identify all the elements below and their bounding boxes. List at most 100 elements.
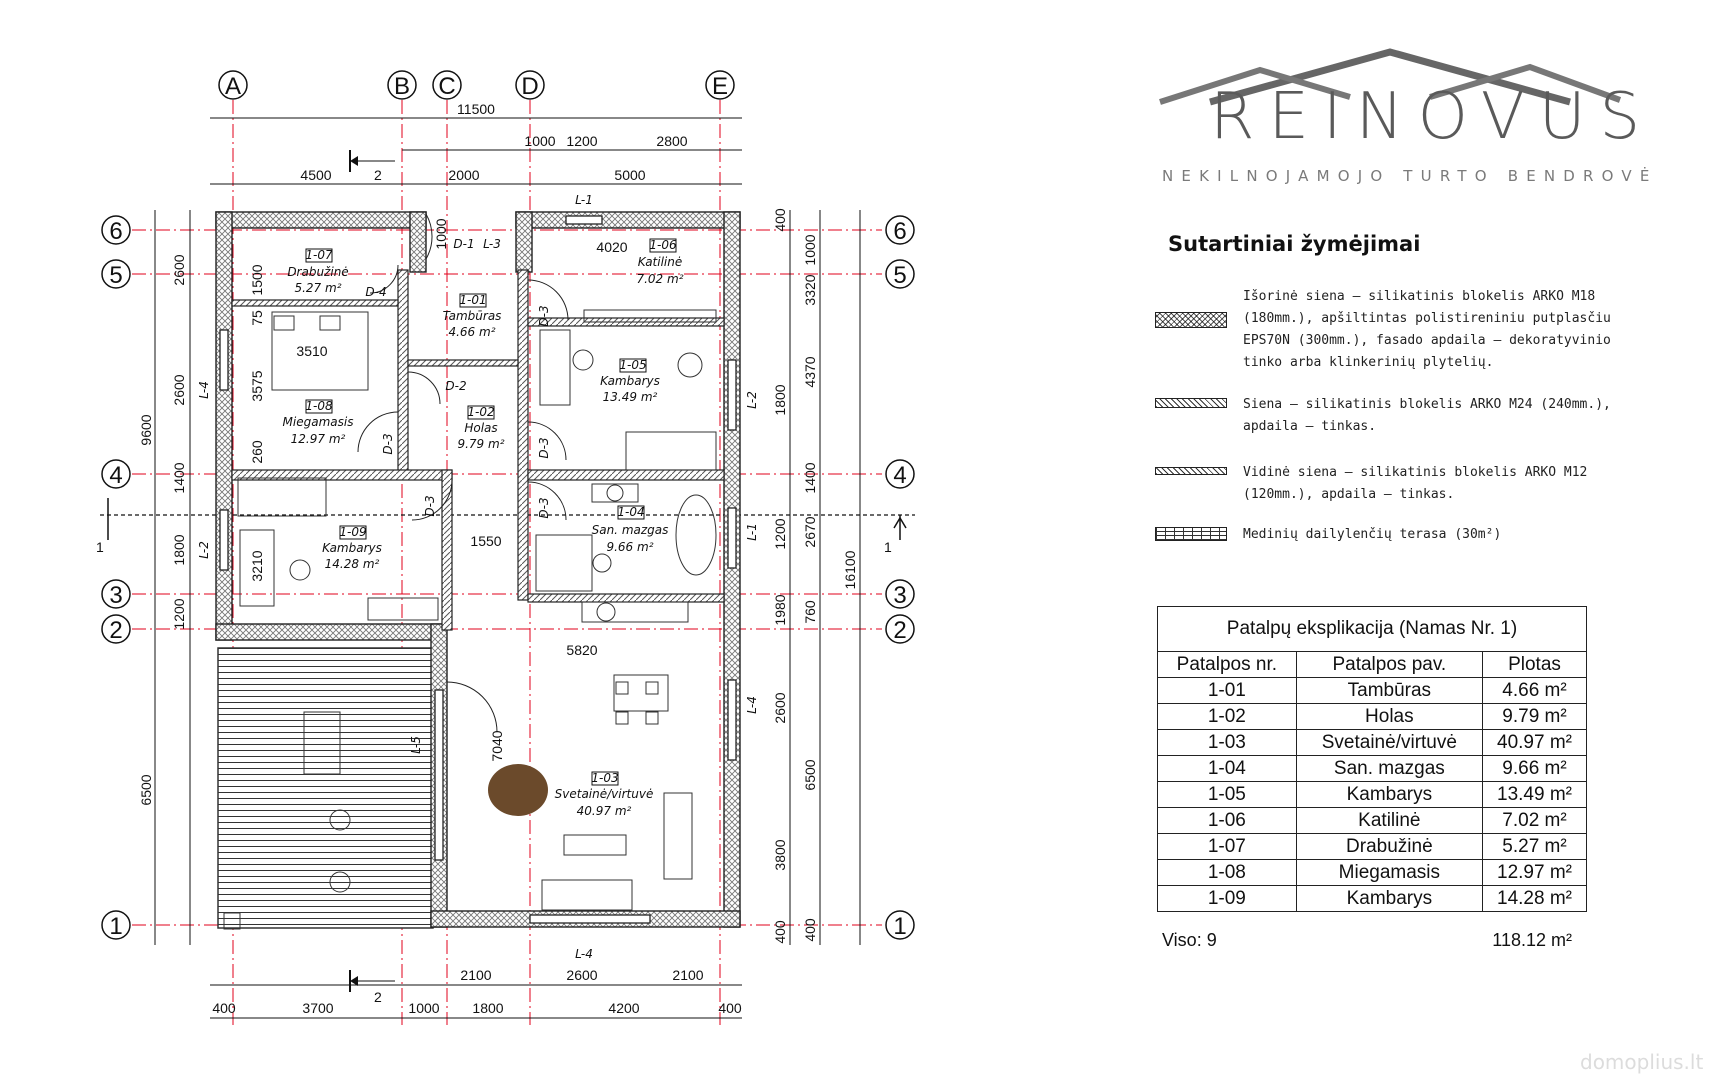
svg-text:4020: 4020: [596, 239, 627, 255]
svg-text:2100: 2100: [460, 967, 491, 983]
svg-text:1000: 1000: [524, 133, 555, 149]
svg-text:2: 2: [374, 989, 382, 1005]
axis-4-left: 4: [109, 462, 122, 489]
svg-text:11500: 11500: [457, 101, 495, 117]
col-header: Patalpos nr.: [1157, 651, 1297, 678]
svg-text:760: 760: [802, 600, 818, 624]
axis-1-left: 1: [109, 913, 122, 940]
cut-marker-bottom: 2: [349, 970, 395, 1005]
axis-labels: A B C D E 6 5 4 3 2 1 6 5 4 3 2 1: [109, 73, 906, 940]
legend-text: Vidinė siena – silikatinis blokelis ARKO…: [1243, 465, 1588, 502]
windows: [219, 215, 737, 924]
svg-text:1-06: 1-06: [649, 238, 677, 252]
axis-bubbles: [101, 70, 915, 940]
col-header: Plotas: [1482, 651, 1587, 678]
svg-text:400: 400: [772, 920, 788, 944]
svg-text:2670: 2670: [802, 516, 818, 547]
svg-text:2: 2: [374, 167, 382, 183]
room-1-03: 1-03 Svetainė/virtuvė 40.97 m²: [555, 771, 654, 818]
section-marker-left: 1: [96, 498, 109, 555]
top-dimensions: 11500 1000 1200 2800 4500 2000 5000: [300, 101, 687, 183]
svg-text:4370: 4370: [802, 356, 818, 387]
svg-text:D-3: D-3: [423, 495, 437, 516]
total-area: 118.12 m²: [1492, 930, 1572, 950]
watermark: domoplius.lt: [1580, 1050, 1704, 1074]
svg-text:L-1: L-1: [745, 523, 759, 541]
room-labels: 1-07 Drabužinė 5.27 m² 1-01 Tambūras 4.6…: [283, 238, 684, 818]
svg-text:L-3: L-3: [483, 237, 501, 251]
axis-5-right: 5: [893, 262, 906, 289]
axis-d: D: [521, 73, 538, 100]
svg-text:1-09: 1-09: [339, 525, 366, 539]
logo-subtitle: NEKILNOJAMOJO TURTO BENDROVĖ: [1162, 167, 1658, 185]
svg-text:L-4: L-4: [197, 381, 211, 399]
svg-text:D-1: D-1: [453, 237, 474, 251]
left-dimensions: 9600 6500 2600 2600 1400 1800 1200: [138, 254, 187, 805]
svg-text:1-08: 1-08: [305, 399, 333, 413]
svg-text:2600: 2600: [772, 692, 788, 723]
svg-text:1980: 1980: [772, 594, 788, 625]
armchair-rug: [488, 764, 548, 816]
svg-text:L-5: L-5: [409, 736, 423, 754]
col-header: Patalpos pav.: [1295, 651, 1484, 678]
svg-text:9.79 m²: 9.79 m²: [457, 437, 504, 451]
svg-text:1800: 1800: [171, 534, 187, 565]
cut-marker-top: 2: [349, 150, 395, 183]
svg-text:400: 400: [718, 1000, 742, 1016]
svg-text:75: 75: [249, 310, 265, 326]
svg-text:2600: 2600: [566, 967, 597, 983]
svg-text:2600: 2600: [171, 374, 187, 405]
svg-text:5820: 5820: [566, 642, 597, 658]
svg-text:7.02 m²: 7.02 m²: [636, 272, 683, 286]
svg-text:4500: 4500: [300, 167, 331, 183]
svg-text:1-07: 1-07: [305, 248, 333, 262]
furniture: [237, 309, 717, 911]
svg-text:2100: 2100: [672, 967, 703, 983]
legend-text: Išorinė siena – silikatinis blokelis ARK…: [1243, 289, 1611, 370]
svg-text:Katilinė: Katilinė: [638, 255, 683, 269]
grid-swatch: [1155, 527, 1227, 541]
inner-dimensions: 4020 3510 3575 1500 75 260 3210 1550 582…: [249, 218, 628, 761]
svg-text:1200: 1200: [566, 133, 597, 149]
svg-text:1-01: 1-01: [459, 293, 486, 307]
svg-text:40.97 m²: 40.97 m²: [577, 804, 632, 818]
svg-text:Kambarys: Kambarys: [600, 374, 660, 388]
room-1-06: 1-06 Katilinė 7.02 m²: [636, 238, 683, 286]
svg-text:2800: 2800: [656, 133, 687, 149]
svg-text:D-3: D-3: [537, 305, 551, 326]
svg-text:3210: 3210: [249, 550, 265, 581]
axis-3-right: 3: [893, 582, 906, 609]
room-1-04: 1-04 San. mazgas 9.66 m²: [592, 505, 669, 554]
svg-text:5000: 5000: [614, 167, 645, 183]
table-total: Viso: 9 118.12 m²: [1162, 930, 1582, 951]
svg-text:D-3: D-3: [381, 433, 395, 454]
room-1-02: 1-02 Holas 9.79 m²: [457, 405, 504, 451]
room-1-09: 1-09 Kambarys 14.28 m²: [322, 525, 382, 571]
svg-text:L-4: L-4: [745, 696, 759, 714]
door-labels: D-1 D-4 D-2 D-3 D-3 D-3 D-3 D-3: [365, 237, 551, 519]
svg-text:400: 400: [212, 1000, 236, 1016]
explication-table: Patalpų eksplikacija (Namas Nr. 1) Patal…: [1157, 606, 1587, 912]
house-roof-icon: [1159, 48, 1622, 106]
svg-text:3800: 3800: [772, 839, 788, 870]
svg-text:Kambarys: Kambarys: [322, 541, 382, 555]
diagonal-hatch-thin-swatch: [1155, 467, 1227, 475]
axis-3-left: 3: [109, 582, 122, 609]
svg-text:400: 400: [772, 208, 788, 232]
axis-4-right: 4: [893, 462, 906, 489]
svg-text:1400: 1400: [802, 462, 818, 493]
axis-1-right: 1: [893, 913, 906, 940]
svg-text:D-4: D-4: [365, 285, 386, 299]
svg-text:260: 260: [249, 440, 265, 464]
table-caption: Patalpų eksplikacija (Namas Nr. 1): [1157, 606, 1587, 652]
svg-text:4200: 4200: [608, 1000, 639, 1016]
terrace-post: [223, 912, 241, 930]
svg-text:3700: 3700: [302, 1000, 333, 1016]
svg-text:1500: 1500: [249, 264, 265, 295]
legend-text: Medinių dailylenčių terasa (30m²): [1243, 527, 1502, 542]
svg-text:D-2: D-2: [445, 379, 466, 393]
svg-text:1200: 1200: [772, 518, 788, 549]
section-marker-right: 1: [884, 515, 907, 555]
